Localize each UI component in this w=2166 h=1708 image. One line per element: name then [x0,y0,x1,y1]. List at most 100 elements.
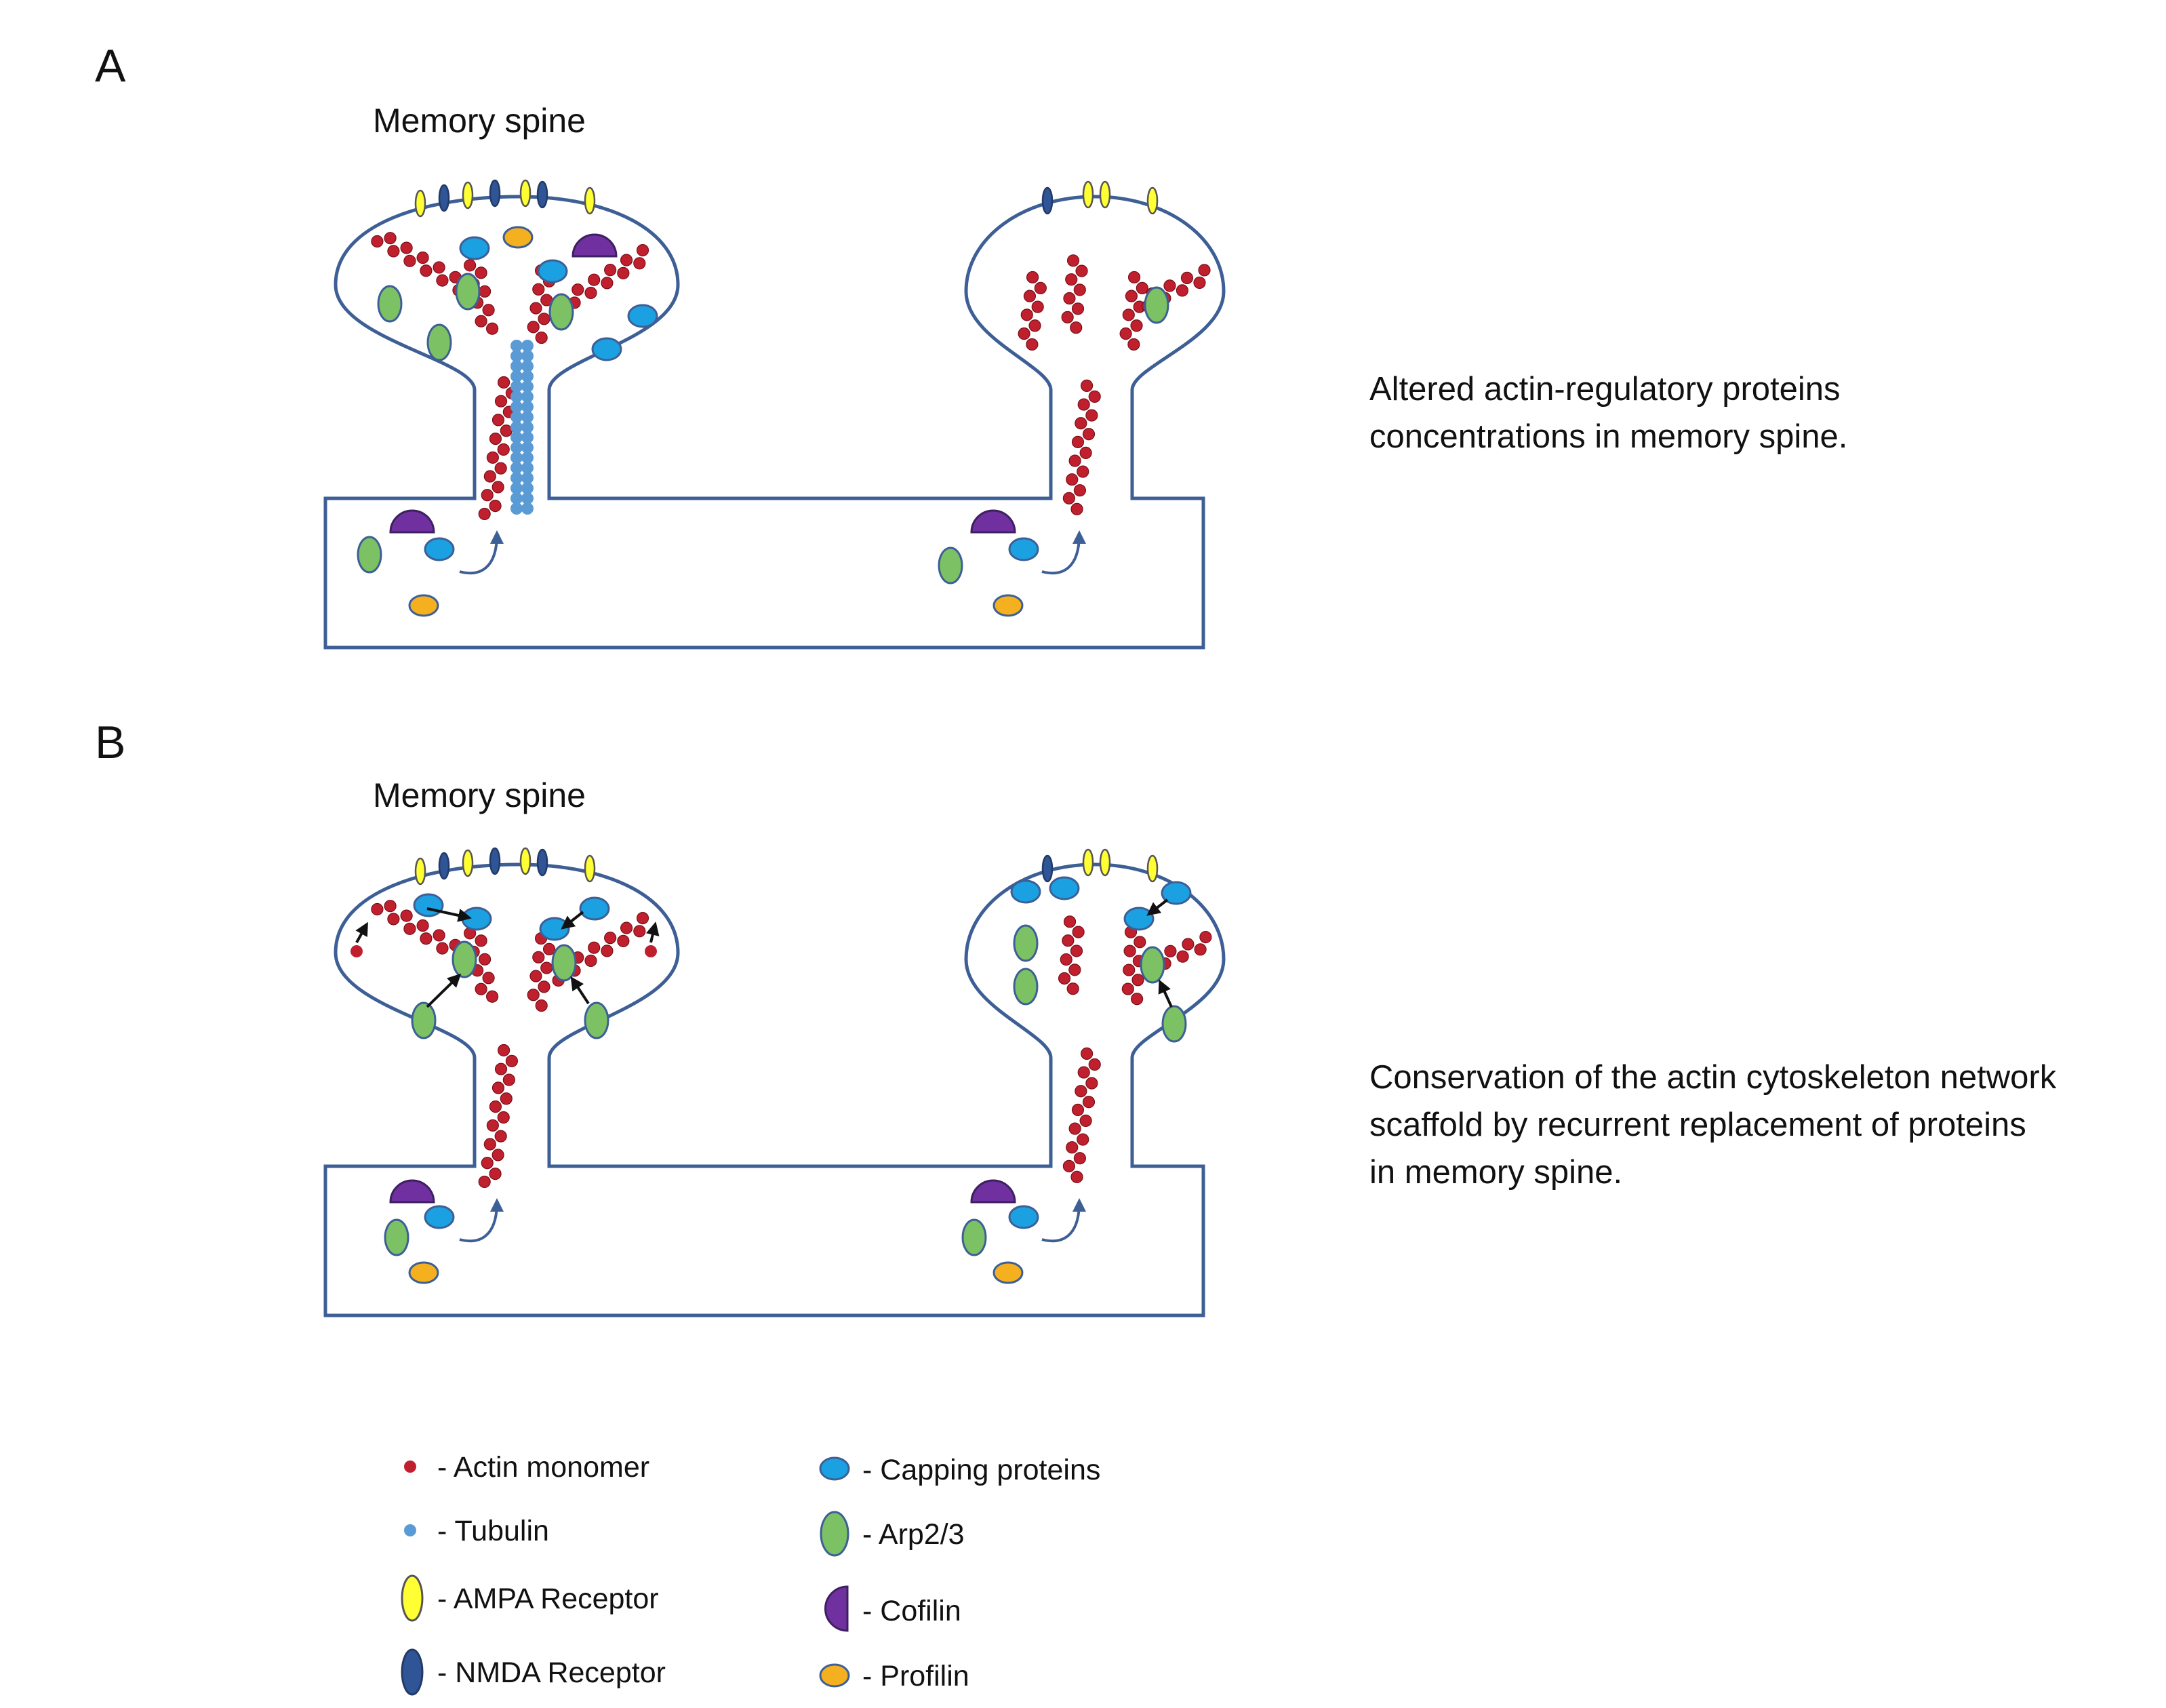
actin-monomer [1070,502,1083,515]
actin-monomer [387,913,400,926]
actin-monomer [481,1157,494,1170]
actin-monomer [1077,465,1089,478]
actin-filament [1062,379,1101,515]
actin-monomer [1079,1114,1092,1127]
actin-monomer [1075,417,1087,430]
actin-monomer [371,235,384,248]
actin-monomer [1066,254,1080,267]
ampa-receptor [519,847,532,875]
capping-protein [1161,881,1192,905]
actin-monomer [1121,982,1134,995]
nmda-receptor [489,847,501,875]
tubulin [510,370,523,382]
actin-monomer [1070,945,1083,957]
actin-monomer [571,283,584,296]
capping-protein [579,896,610,921]
actin-monomer [538,313,550,325]
actin-monomer [1063,915,1077,928]
ampa-receptor [414,189,426,218]
panel-letter-b: B [95,717,125,768]
profilin [408,594,439,617]
actin-monomer [1066,982,1079,995]
actin-monomer [492,414,505,426]
tubulin [510,350,523,362]
actin-monomer [601,945,614,957]
tubulin [510,441,523,454]
insertion-arrow [459,530,504,575]
arp23 [961,1218,987,1256]
actin-monomer [416,251,429,264]
legend-label-arp23: - Arp2/3 [862,1518,965,1551]
panel-a-diagram [323,179,1226,650]
actin-monomer [485,990,499,1003]
actin-monomer [1080,1047,1094,1060]
actin-filament [1058,915,1085,995]
actin-monomer [1127,338,1140,351]
actin-monomer [482,304,495,317]
tubulin [521,411,534,423]
tubulin [510,360,523,372]
capping-protein [1123,907,1155,931]
actin-monomer [494,395,508,408]
actin-monomer [535,331,548,344]
arp23 [411,1001,437,1039]
profilin [408,1261,439,1284]
tubulin [521,492,534,504]
actin-monomer [436,942,449,955]
panel-b-diagram [323,847,1226,1317]
ampa-receptor [1082,180,1094,209]
actin-monomer [497,443,510,456]
actin-monomer [486,1119,499,1132]
actin-monomer [1062,1159,1075,1172]
actin-monomer [492,1081,505,1094]
ampa-receptor [1099,848,1111,877]
arp23 [938,547,963,584]
actin-monomer [617,266,630,279]
arp23 [452,940,477,978]
actin-monomer [1066,1141,1079,1154]
actin-monomer [475,982,487,995]
legend-icon-actin-monomer [404,1461,416,1473]
tubulin [521,421,534,433]
neuron-outline [323,862,1226,1317]
insertion-arrow [1041,1198,1086,1243]
actin-monomer [1062,934,1075,947]
panel-a-description-line-2: concentrations in memory spine. [1369,418,1847,455]
tubulin [510,492,523,504]
legend-label-tubulin: - Tubulin [437,1515,549,1547]
actin-monomer [478,1175,491,1189]
actin-monomer [1077,1066,1090,1079]
actin-monomer [494,1130,507,1143]
tubulin [521,401,534,413]
transfer-arrow [1158,979,1173,1008]
actin-monomer [584,954,597,968]
legend-label-actin-monomer: - Actin monomer [437,1451,649,1484]
actin-monomer [492,1149,504,1161]
ampa-receptor [462,181,474,210]
actin-monomer [532,283,545,296]
actin-monomer [1163,279,1176,292]
transfer-arrow [426,907,472,922]
actin-monomer [497,1111,510,1124]
actin-monomer [1119,327,1132,340]
actin-monomer [1193,276,1206,290]
actin-filament [478,376,518,521]
actin-monomer [420,932,433,945]
actin-monomer [436,274,449,287]
arp23 [548,293,574,331]
panel-b-description: Conservation of the actin cytoskeleton n… [1369,1059,2066,1191]
profilin [502,226,534,249]
tubulin [521,370,534,382]
insertion-arrow [459,1198,504,1243]
actin-monomer [1134,936,1146,949]
actin-monomer [1127,271,1141,284]
actin-monomer [486,451,499,464]
arp23 [455,273,481,311]
nmda-receptor [489,179,501,207]
actin-monomer [1031,300,1044,313]
tubulin [521,472,534,484]
actin-monomer [1071,435,1085,448]
actin-monomer [1080,379,1094,393]
actin-monomer [636,243,649,257]
actin-monomer [1164,945,1177,958]
